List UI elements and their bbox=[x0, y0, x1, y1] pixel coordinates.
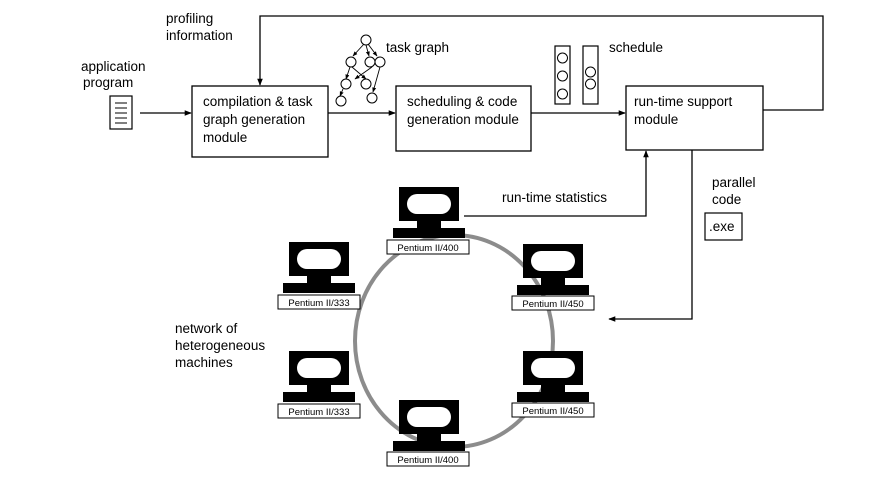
runtime-support-module: run-time support module bbox=[625, 85, 764, 151]
runtime-statistics-label: run-time statistics bbox=[502, 190, 607, 205]
machine-label: Pentium II/333 bbox=[288, 407, 349, 418]
machine-lower-right: Pentium II/450 bbox=[511, 351, 595, 418]
runtime-module-label: run-time support module bbox=[634, 94, 736, 127]
compilation-module-label: compilation & task graph generation modu… bbox=[203, 94, 316, 145]
profiling-label: profiling information bbox=[166, 11, 233, 43]
machine-label: Pentium II/450 bbox=[522, 406, 583, 417]
parallel-code-label: parallel code bbox=[712, 175, 759, 207]
application-program-label: application program bbox=[81, 59, 149, 90]
machine-label: Pentium II/400 bbox=[397, 455, 458, 466]
arrow-runtime-statistics bbox=[464, 150, 649, 217]
exe-box bbox=[704, 212, 743, 241]
scheduling-module-label: scheduling & code generation module bbox=[407, 94, 521, 127]
schedule-label: schedule bbox=[609, 40, 663, 55]
arrow-parallel-code bbox=[608, 150, 693, 322]
exe-label: .exe bbox=[709, 219, 735, 234]
machine-top: Pentium II/400 bbox=[386, 187, 470, 255]
machine-lower-left: Pentium II/333 bbox=[277, 351, 361, 419]
task-graph-icon bbox=[335, 34, 386, 107]
machine-upper-right: Pentium II/450 bbox=[511, 244, 595, 311]
arrow-profiling-feedback bbox=[257, 15, 824, 111]
schedule-icon bbox=[554, 45, 599, 105]
machine-label: Pentium II/333 bbox=[288, 298, 349, 309]
compilation-module: compilation & task graph generation modu… bbox=[191, 85, 329, 158]
network-label: network of heterogeneous machines bbox=[175, 321, 269, 370]
scheduling-module: scheduling & code generation module bbox=[395, 85, 532, 152]
machine-label: Pentium II/450 bbox=[522, 299, 583, 310]
task-graph-label: task graph bbox=[386, 40, 449, 55]
machine-bottom: Pentium II/400 bbox=[386, 400, 470, 467]
document-icon bbox=[109, 95, 133, 130]
machine-label: Pentium II/400 bbox=[397, 243, 458, 254]
machine-upper-left: Pentium II/333 bbox=[277, 242, 361, 310]
